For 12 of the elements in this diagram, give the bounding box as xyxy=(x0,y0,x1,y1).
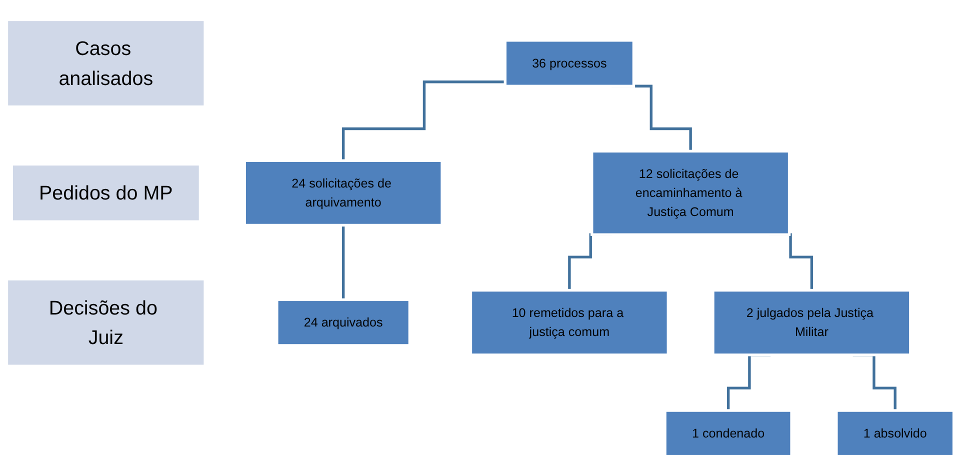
node-box: Casos analisados xyxy=(6,19,206,107)
node-box: 36 processos xyxy=(504,38,636,88)
node-box: 12 solicitações de encaminhamento à Justiça Comum xyxy=(590,150,791,236)
node-box: Decisões do Juiz xyxy=(6,278,206,366)
node-box: 24 solicitações de arquivamento xyxy=(243,159,444,226)
node-box: 10 remetidos para a justiça comum xyxy=(469,288,670,356)
node-box: 1 absolvido xyxy=(835,408,956,458)
node-box: 1 condenado xyxy=(664,408,793,458)
node-box: Pedidos do MP xyxy=(11,164,201,222)
node-box: 24 arquivados xyxy=(276,298,412,347)
connector xyxy=(342,224,345,301)
node-box: 2 julgados pela Justiça Militar xyxy=(712,288,912,356)
